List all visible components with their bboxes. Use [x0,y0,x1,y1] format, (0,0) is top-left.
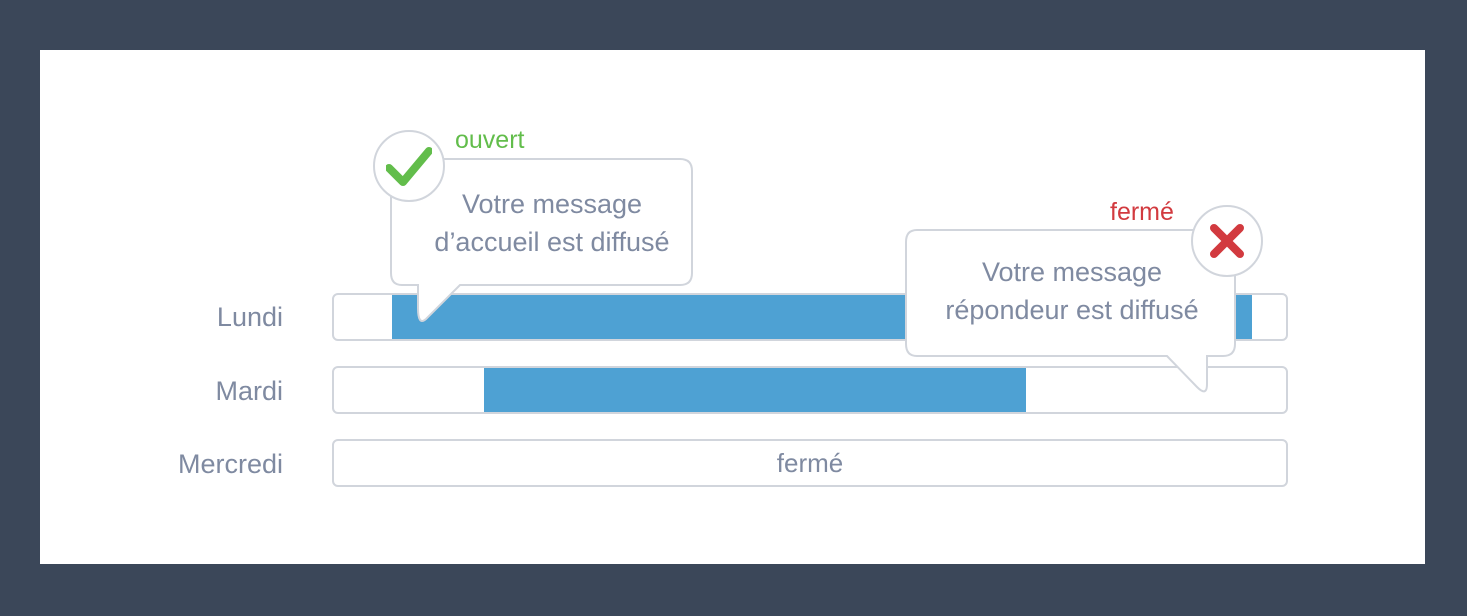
closed-status-label: fermé [1110,198,1174,226]
closed-status-badge [1191,205,1263,277]
callout-closed-text: Votre message répondeur est diffusé [905,253,1239,329]
callout-open-line-1: Votre message [461,189,643,219]
schedule-bar-mardi[interactable] [332,366,1288,414]
day-label-mercredi: Mercredi [177,449,283,479]
callout-open-text: Votre message d’accueil est diffusé [400,185,704,261]
callout-closed-line-1: Votre message [981,257,1163,287]
callout-open: Votre message d’accueil est diffusé [390,158,694,324]
day-label-mardi: Mardi [215,376,283,406]
close-icon [1210,224,1244,258]
day-label-lundi: Lundi [216,302,283,332]
callout-closed: Votre message répondeur est diffusé [905,229,1239,397]
open-status-badge [373,130,445,202]
open-hours-range-mardi[interactable] [484,368,1026,412]
open-status-label: ouvert [455,126,525,154]
closed-label-mercredi: fermé [776,447,844,478]
schedule-bar-mercredi[interactable]: fermé [332,439,1288,487]
callout-open-line-2: d’accueil est diffusé [434,227,670,257]
callout-closed-line-2: répondeur est diffusé [945,295,1199,325]
check-icon [386,147,432,186]
